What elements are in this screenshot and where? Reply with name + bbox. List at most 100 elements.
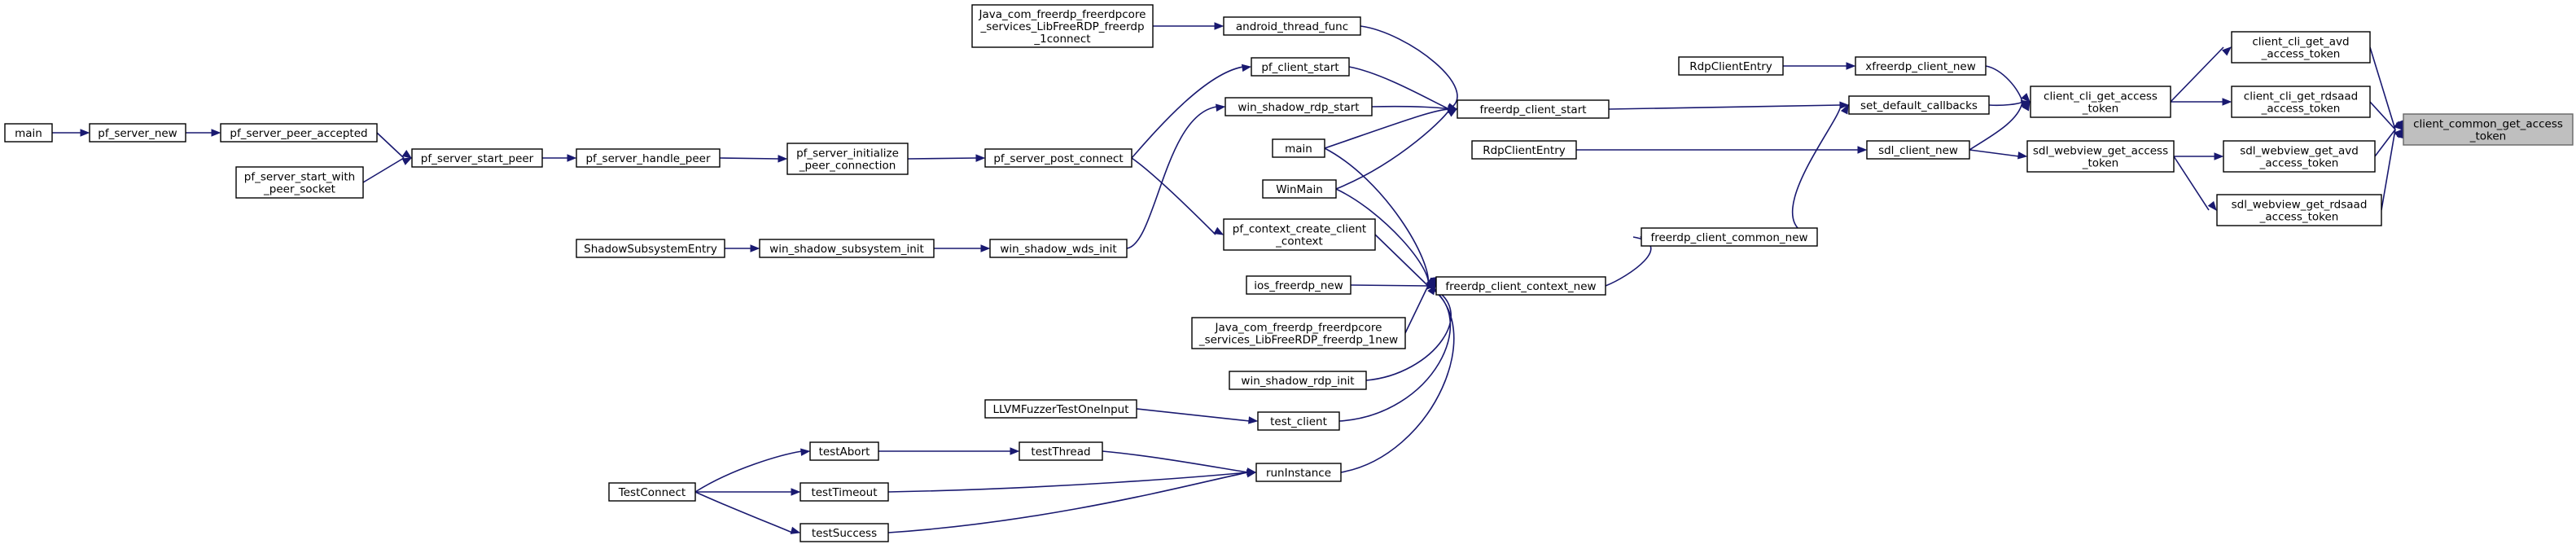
edge-line [362, 157, 405, 183]
edge-sse-to-wssi [725, 244, 760, 252]
node-box [1272, 138, 1325, 158]
node-run[interactable]: runInstance [1255, 463, 1342, 482]
edge-sdl-access-to-sdl-rdsaad [2173, 156, 2217, 212]
node-wsri[interactable]: win_shadow_rdp_init [1229, 371, 1367, 390]
node-psswps[interactable]: pf_server_start_with_peer_socket [235, 166, 364, 199]
node-label: main [15, 127, 42, 140]
node-box [1641, 227, 1818, 247]
node-sdl-rdsaad[interactable]: sdl_webview_get_rdsaad_access_token [2216, 194, 2382, 226]
node-wswi[interactable]: win_shadow_wds_init [989, 239, 1128, 258]
node-box [984, 399, 1137, 419]
node-test-client[interactable]: test_client [1257, 411, 1340, 431]
edge-fcc-new-to-set-cb [1792, 103, 1849, 238]
node-label: _token [2469, 130, 2507, 143]
node-winmain[interactable]: WinMain [1262, 179, 1337, 199]
node-root[interactable]: client_common_get_access_token [2403, 113, 2574, 146]
edge-test-connect-to-test-success [694, 491, 801, 534]
arrowhead [2017, 151, 2028, 160]
edge-sdl-access-to-sdl-avd [2174, 152, 2224, 160]
node-box [1435, 276, 1606, 296]
arrowhead [1447, 108, 1458, 117]
arrowhead [1840, 103, 1849, 115]
node-pssp[interactable]: pf_server_start_peer [411, 148, 543, 168]
node-ios[interactable]: ios_freerdp_new [1246, 275, 1352, 295]
node-label: testSuccess [812, 527, 877, 540]
node-box [1848, 95, 1990, 115]
edge-pspa-to-pssp [376, 132, 413, 159]
node-android[interactable]: android_thread_func [1223, 16, 1361, 36]
arrowhead [2021, 93, 2031, 103]
node-label: _access_token [2259, 157, 2339, 170]
node-label: LLVMFuzzerTestOneInput [992, 403, 1128, 416]
node-box [1262, 179, 1337, 199]
node-cli-rdsaad[interactable]: client_cli_get_rdsaad_access_token [2231, 86, 2371, 118]
node-fccn[interactable]: freerdp_client_context_new [1435, 276, 1606, 296]
node-box [1255, 463, 1342, 482]
edge-line [2381, 129, 2396, 211]
node-cli-avd[interactable]: client_cli_get_avd_access_token [2231, 31, 2371, 64]
node-box [1223, 16, 1361, 36]
edge-cli-access-to-cli-avd [2170, 46, 2232, 103]
node-java-new[interactable]: Java_com_freerdp_freerdpcore_services_Li… [1191, 317, 1406, 349]
node-test-thread[interactable]: testThread [1019, 441, 1103, 461]
edge-ios-to-fccn [1350, 282, 1437, 290]
node-box [2403, 113, 2574, 146]
node-cli-access[interactable]: client_cli_get_access_token [2030, 86, 2171, 118]
node-label: testTimeout [811, 486, 877, 499]
arrowhead [1248, 416, 1259, 424]
node-sdl-avd[interactable]: sdl_webview_get_avd_access_token [2223, 140, 2376, 173]
node-main2[interactable]: main [1272, 138, 1325, 158]
node-sse[interactable]: ShadowSubsystemEntry [576, 239, 725, 258]
node-fcs[interactable]: freerdp_client_start [1457, 99, 1610, 119]
node-label: pf_server_new [98, 127, 177, 140]
node-label: _access_token [2261, 48, 2341, 61]
node-label: testThread [1031, 445, 1090, 459]
node-pf-server-new[interactable]: pf_server_new [89, 123, 186, 143]
arrowhead [2222, 98, 2232, 106]
node-set-cb[interactable]: set_default_callbacks [1848, 95, 1990, 115]
node-pspa[interactable]: pf_server_peer_accepted [220, 123, 378, 143]
node-test-success[interactable]: testSuccess [800, 523, 889, 542]
node-test-timeout[interactable]: testTimeout [800, 482, 889, 502]
edge-test-connect-to-test-timeout [695, 488, 801, 496]
node-box [2030, 86, 2171, 118]
node-main1[interactable]: main [4, 123, 53, 143]
node-xfreerdp[interactable]: xfreerdp_client_new [1855, 56, 1987, 76]
node-label: Java_com_freerdp_freerdpcore [979, 8, 1146, 21]
node-pf-ccc[interactable]: pf_context_create_client_context [1223, 218, 1376, 251]
node-sdl-client-new[interactable]: sdl_client_new [1866, 140, 1970, 160]
arrowhead [791, 488, 801, 496]
edge-line [1374, 234, 1429, 287]
edge-test-connect-to-test-abort [694, 448, 811, 493]
node-label: client_common_get_access [2413, 118, 2563, 131]
node-label: win_shadow_rdp_init [1241, 375, 1354, 388]
node-win-shadow-rdp-start[interactable]: win_shadow_rdp_start [1224, 97, 1373, 116]
node-box [984, 148, 1132, 168]
edge-wswi-to-win-shadow-rdp-start [1126, 103, 1226, 249]
node-box [2216, 194, 2382, 226]
node-test-connect[interactable]: TestConnect [608, 482, 696, 502]
node-label: win_shadow_subsystem_init [769, 243, 924, 256]
node-fcc-new[interactable]: freerdp_client_common_new [1641, 227, 1818, 247]
edge-psswps-to-pssp [362, 157, 413, 183]
node-java-connect[interactable]: Java_com_freerdp_freerdpcore_services_Li… [971, 4, 1154, 48]
node-pshp[interactable]: pf_server_handle_peer [576, 148, 721, 168]
node-pspc[interactable]: pf_server_post_connect [984, 148, 1132, 168]
node-box [1191, 317, 1406, 349]
node-sdl-access[interactable]: sdl_webview_get_access_token [2026, 140, 2175, 173]
node-llvm[interactable]: LLVMFuzzerTestOneInput [984, 399, 1137, 419]
node-rdp-entry2[interactable]: RdpClientEntry [1471, 140, 1577, 160]
node-label: sdl_client_new [1878, 144, 1958, 157]
node-rdp-entry1[interactable]: RdpClientEntry [1678, 56, 1784, 76]
node-box [1855, 56, 1987, 76]
arrowhead [1857, 146, 1868, 154]
arrowhead [401, 150, 413, 159]
node-psipc[interactable]: pf_server_initialize_peer_connection [786, 143, 909, 175]
node-wssi[interactable]: win_shadow_subsystem_init [759, 239, 935, 258]
node-label: sdl_webview_get_rdsaad [2232, 199, 2368, 212]
node-pf-client-start[interactable]: pf_client_start [1251, 57, 1350, 77]
node-label: pf_server_start_with [244, 171, 355, 184]
edge-wssi-to-wswi [934, 244, 991, 252]
node-test-abort[interactable]: testAbort [809, 441, 879, 461]
node-box [411, 148, 543, 168]
